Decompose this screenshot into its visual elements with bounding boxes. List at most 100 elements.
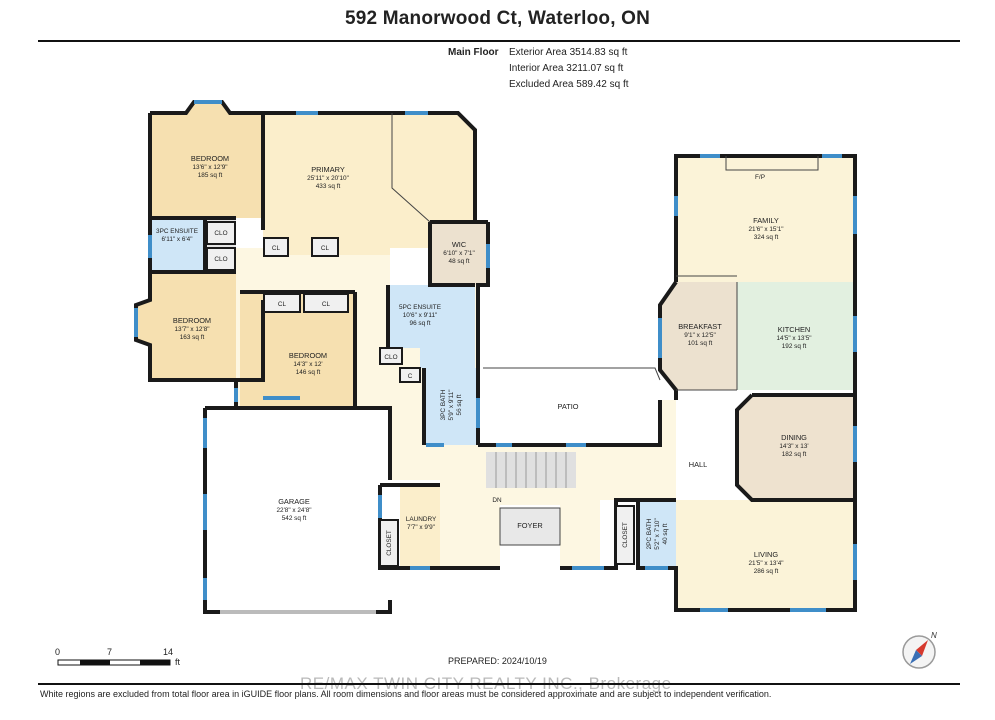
stairs-dn-label: DN	[492, 497, 502, 504]
foyer-floor	[500, 508, 560, 545]
dining-floor	[737, 395, 855, 500]
wic-name: WIC	[452, 240, 467, 249]
living-area: 286 sq ft	[754, 568, 779, 575]
patio-name: PATIO	[557, 402, 578, 411]
scale-tick-7: 7	[107, 647, 113, 657]
ensuite3-dims: 6'11" x 6'4"	[161, 236, 192, 243]
breakfast-dims: 9'1" x 12'5"	[684, 332, 716, 339]
bedroom2-floor	[136, 272, 236, 380]
bedroom2-area: 163 sq ft	[180, 334, 205, 341]
ensuite3-name: 3PC ENSUITE	[156, 228, 198, 235]
closet-label-4: CL	[321, 245, 330, 252]
area-values: Exterior Area 3514.83 sq ft Interior Are…	[509, 45, 709, 93]
closets	[206, 221, 635, 567]
closet-label-6: CL	[322, 301, 331, 308]
exterior-area: Exterior Area 3514.83 sq ft	[509, 47, 628, 58]
compass-icon: N	[902, 631, 937, 669]
closet-label-2: CLO	[214, 256, 227, 263]
windows	[134, 100, 857, 612]
bedroom2-dims: 13'7" x 12'8"	[174, 326, 209, 333]
scale-bar	[57, 659, 171, 666]
closet-label-3: CL	[272, 245, 281, 252]
bedroom3-floor	[240, 292, 355, 408]
closet-label-9: CLOSET	[386, 530, 393, 556]
ensuite3-floor	[150, 218, 205, 270]
bath2-dims: 5'2" x 7'10"	[654, 518, 661, 550]
living-name: LIVING	[754, 550, 778, 559]
ensuite5-name: 5PC ENSUITE	[399, 304, 441, 311]
garage-area: 542 sq ft	[282, 515, 307, 522]
room-labels: BEDROOM 13'6" x 12'9" 185 sq ft PRIMARY …	[156, 154, 811, 575]
foyer-name: FOYER	[517, 521, 542, 530]
fireplace-label: F/P	[755, 174, 765, 181]
bedroom3-area: 146 sq ft	[296, 369, 321, 376]
kitchen-area: 192 sq ft	[782, 343, 807, 350]
bedroom1-area: 185 sq ft	[198, 172, 223, 179]
laundry-dims: 7'7" x 9'9"	[407, 524, 435, 531]
footer-divider	[38, 683, 960, 685]
living-dims: 21'5" x 13'4"	[748, 560, 783, 567]
closet-label-10: CLOSET	[622, 522, 629, 548]
laundry-floor	[400, 485, 440, 568]
kitchen-dims: 14'5" x 13'5"	[776, 335, 811, 342]
bedroom1-name: BEDROOM	[191, 154, 229, 163]
ensuite5-dims: 10'6" x 9'11"	[403, 312, 438, 319]
kitchen-floor	[737, 282, 855, 390]
primary-floor	[263, 113, 475, 255]
excluded-area: Excluded Area 589.42 sq ft	[509, 79, 629, 90]
stairs-floor	[486, 452, 576, 488]
scale-tick-14: 14	[163, 647, 174, 657]
interior-area: Interior Area 3211.07 sq ft	[509, 63, 624, 74]
family-area: 324 sq ft	[754, 234, 779, 241]
bedroom3-name: BEDROOM	[289, 351, 327, 360]
bath3-floor	[424, 368, 478, 445]
dining-name: DINING	[781, 433, 807, 442]
garage-dims: 22'8" x 24'8"	[276, 507, 311, 514]
kitchen-name: KITCHEN	[778, 325, 810, 334]
bath3-name: 3PC BATH	[440, 389, 447, 420]
primary-area: 433 sq ft	[316, 183, 341, 190]
primary-name: PRIMARY	[311, 165, 345, 174]
floor-label: Main Floor	[448, 47, 499, 58]
inner-walls	[391, 113, 819, 546]
bedroom3-dims: 14'3" x 12'	[293, 361, 322, 368]
bath2-floor	[638, 500, 676, 568]
footer-disclaimer: White regions are excluded from total fl…	[40, 689, 772, 699]
living-floor	[676, 500, 855, 610]
bath2-area: 40 sq ft	[662, 523, 669, 544]
wic-floor	[430, 222, 488, 285]
compass-north-label: N	[931, 631, 937, 640]
ensuite5-area: 96 sq ft	[410, 320, 431, 327]
breakfast-floor	[660, 282, 737, 390]
title-divider	[38, 40, 960, 42]
wic-dims: 6'10" x 7'1"	[443, 250, 475, 257]
ensuite5-floor	[388, 285, 475, 368]
closet-label-5: CL	[278, 301, 287, 308]
stairs	[495, 452, 567, 488]
hall-label: HALL	[689, 460, 708, 469]
closet-label-1: CLO	[214, 230, 227, 237]
garage-name: GARAGE	[278, 497, 310, 506]
family-floor	[676, 156, 855, 282]
closet-label-8: C	[408, 373, 413, 380]
room-fills	[136, 102, 855, 610]
bath3-area: 56 sq ft	[456, 394, 463, 415]
breakfast-area: 101 sq ft	[688, 340, 713, 347]
bedroom1-dims: 13'6" x 12'9"	[192, 164, 227, 171]
bedroom2-name: BEDROOM	[173, 316, 211, 325]
closet-label-7: CLO	[384, 354, 397, 361]
laundry-name: LAUNDRY	[406, 516, 437, 523]
wic-area: 48 sq ft	[449, 258, 470, 265]
dining-dims: 14'3" x 13'	[779, 443, 808, 450]
prepared-date: PREPARED: 2024/10/19	[448, 656, 547, 666]
dining-area: 182 sq ft	[782, 451, 807, 458]
breakfast-name: BREAKFAST	[678, 322, 722, 331]
scale-tick-0: 0	[55, 647, 61, 657]
page-title: 592 Manorwood Ct, Waterloo, ON	[344, 8, 651, 29]
family-name: FAMILY	[753, 216, 779, 225]
family-dims: 21'6" x 15'1"	[748, 226, 783, 233]
bath3-dims: 5'9" x 9'11"	[448, 389, 455, 420]
primary-dims: 25'11" x 20'10"	[307, 175, 349, 182]
scale-unit: ft	[175, 657, 181, 667]
